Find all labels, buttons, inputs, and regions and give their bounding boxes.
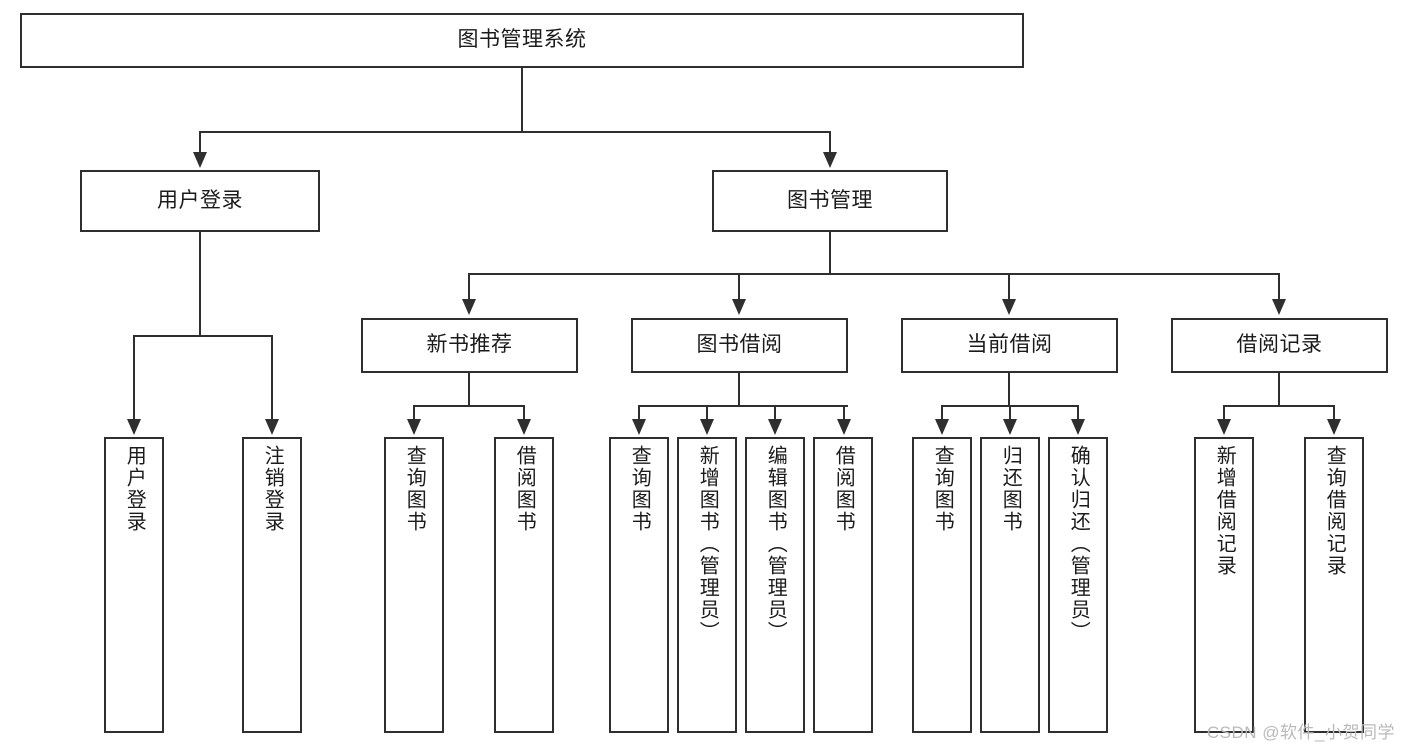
edge-book-management-stem [829, 232, 831, 274]
node-label: 图书管理系统 [457, 28, 587, 52]
node-label: 新书推荐 [426, 333, 513, 357]
node-new-book-recommend[interactable]: 新书推荐 [361, 318, 578, 373]
node-root-book-management-system[interactable]: 图书管理系统 [20, 13, 1024, 68]
watermark-csdn: CSDN @软件_小贺同学 [1206, 723, 1395, 742]
node-label: 图书借阅 [696, 333, 783, 357]
arrow-cb-to-leaf-3 [1071, 419, 1085, 435]
leaf-current-borrow-query-book[interactable]: 查询图书 [912, 437, 972, 733]
edge-root-to-book-management [829, 131, 831, 154]
arrow-root-to-book-management [823, 152, 837, 168]
edge-bb-to-leaf-4 [843, 405, 845, 421]
edge-current-borrow-stem [1008, 373, 1010, 406]
leaf-label: 借阅图书 [513, 445, 536, 533]
edge-bm-to-new-book [468, 273, 470, 301]
edge-bm-to-borrow-record [1278, 273, 1280, 301]
leaf-book-borrow-borrow-book[interactable]: 借阅图书 [813, 437, 873, 733]
node-book-management[interactable]: 图书管理 [712, 170, 948, 232]
leaf-label: 新增借阅记录 [1213, 445, 1236, 577]
arrow-bm-to-new-book [462, 299, 476, 315]
arrow-cb-to-leaf-1 [935, 419, 949, 435]
edge-user-login-bus [133, 335, 272, 337]
leaf-label: 用户登录 [123, 445, 146, 533]
edge-user-login-stem [199, 232, 201, 336]
edge-book-borrow-bus [638, 405, 848, 407]
node-user-login[interactable]: 用户登录 [80, 170, 320, 232]
leaf-label: 借阅图书 [832, 445, 855, 533]
leaf-label: 新增图书（管理员） [696, 445, 719, 643]
edge-root-bus [199, 131, 831, 133]
arrow-bm-to-borrow-record [1272, 299, 1286, 315]
leaf-book-borrow-add-book-admin[interactable]: 新增图书（管理员） [677, 437, 737, 733]
arrow-bb-to-leaf-1 [632, 419, 646, 435]
node-current-borrow[interactable]: 当前借阅 [901, 318, 1118, 373]
node-label: 当前借阅 [966, 333, 1053, 357]
edge-bb-to-leaf-1 [638, 405, 640, 421]
leaf-current-borrow-return-book[interactable]: 归还图书 [980, 437, 1040, 733]
node-label: 借阅记录 [1236, 333, 1323, 357]
edge-br-to-leaf-2 [1333, 405, 1335, 421]
edge-user-login-to-leaf-1 [133, 335, 135, 421]
edge-cb-to-leaf-3 [1077, 405, 1079, 421]
leaf-label: 确认归还（管理员） [1067, 445, 1090, 643]
arrow-bb-to-leaf-4 [837, 419, 851, 435]
edge-user-login-to-leaf-2 [271, 335, 273, 421]
leaf-label: 归还图书 [999, 445, 1022, 533]
edge-br-to-leaf-1 [1223, 405, 1225, 421]
edge-root-stem [521, 68, 523, 132]
edge-new-book-to-leaf-1 [413, 405, 415, 421]
edge-bb-to-leaf-3 [774, 405, 776, 421]
leaf-borrow-record-query-record[interactable]: 查询借阅记录 [1304, 437, 1364, 733]
arrow-user-login-to-leaf-2 [265, 419, 279, 435]
arrow-br-to-leaf-1 [1217, 419, 1231, 435]
edge-new-book-stem [468, 373, 470, 406]
edge-new-book-to-leaf-2 [523, 405, 525, 421]
leaf-user-login-logout[interactable]: 注销登录 [242, 437, 302, 733]
edge-book-management-bus [468, 273, 1280, 275]
edge-bb-to-leaf-2 [706, 405, 708, 421]
edge-cb-to-leaf-1 [941, 405, 943, 421]
leaf-current-borrow-confirm-return-admin[interactable]: 确认归还（管理员） [1048, 437, 1108, 733]
edge-new-book-bus [413, 405, 524, 407]
arrow-bm-to-current-borrow [1002, 299, 1016, 315]
leaf-label: 注销登录 [261, 445, 284, 533]
node-book-borrow[interactable]: 图书借阅 [631, 318, 848, 373]
leaf-book-borrow-edit-book-admin[interactable]: 编辑图书（管理员） [745, 437, 805, 733]
arrow-bm-to-book-borrow [732, 299, 746, 315]
leaf-label: 编辑图书（管理员） [764, 445, 787, 643]
node-label: 用户登录 [157, 188, 243, 212]
edge-bm-to-book-borrow [738, 273, 740, 301]
edge-root-to-user-login [199, 131, 201, 154]
leaf-label: 查询图书 [628, 445, 651, 533]
leaf-user-login-login[interactable]: 用户登录 [104, 437, 164, 733]
leaf-label: 查询图书 [403, 445, 426, 533]
edge-bm-to-current-borrow [1008, 273, 1010, 301]
leaf-new-book-query-book[interactable]: 查询图书 [384, 437, 444, 733]
leaf-new-book-borrow-book[interactable]: 借阅图书 [494, 437, 554, 733]
arrow-new-book-to-leaf-2 [517, 419, 531, 435]
node-borrow-record[interactable]: 借阅记录 [1171, 318, 1388, 373]
arrow-cb-to-leaf-2 [1003, 419, 1017, 435]
arrow-new-book-to-leaf-1 [407, 419, 421, 435]
arrow-user-login-to-leaf-1 [127, 419, 141, 435]
edge-book-borrow-stem [738, 373, 740, 406]
leaf-book-borrow-query-book[interactable]: 查询图书 [609, 437, 669, 733]
arrow-br-to-leaf-2 [1327, 419, 1341, 435]
leaf-label: 查询图书 [931, 445, 954, 533]
edge-cb-to-leaf-2 [1009, 405, 1011, 421]
node-label: 图书管理 [787, 188, 873, 212]
edge-borrow-record-stem [1278, 373, 1280, 406]
arrow-root-to-user-login [193, 152, 207, 168]
arrow-bb-to-leaf-3 [768, 419, 782, 435]
leaf-label: 查询借阅记录 [1323, 445, 1346, 577]
arrow-bb-to-leaf-2 [700, 419, 714, 435]
leaf-borrow-record-add-record[interactable]: 新增借阅记录 [1194, 437, 1254, 733]
edge-borrow-record-bus [1223, 405, 1334, 407]
